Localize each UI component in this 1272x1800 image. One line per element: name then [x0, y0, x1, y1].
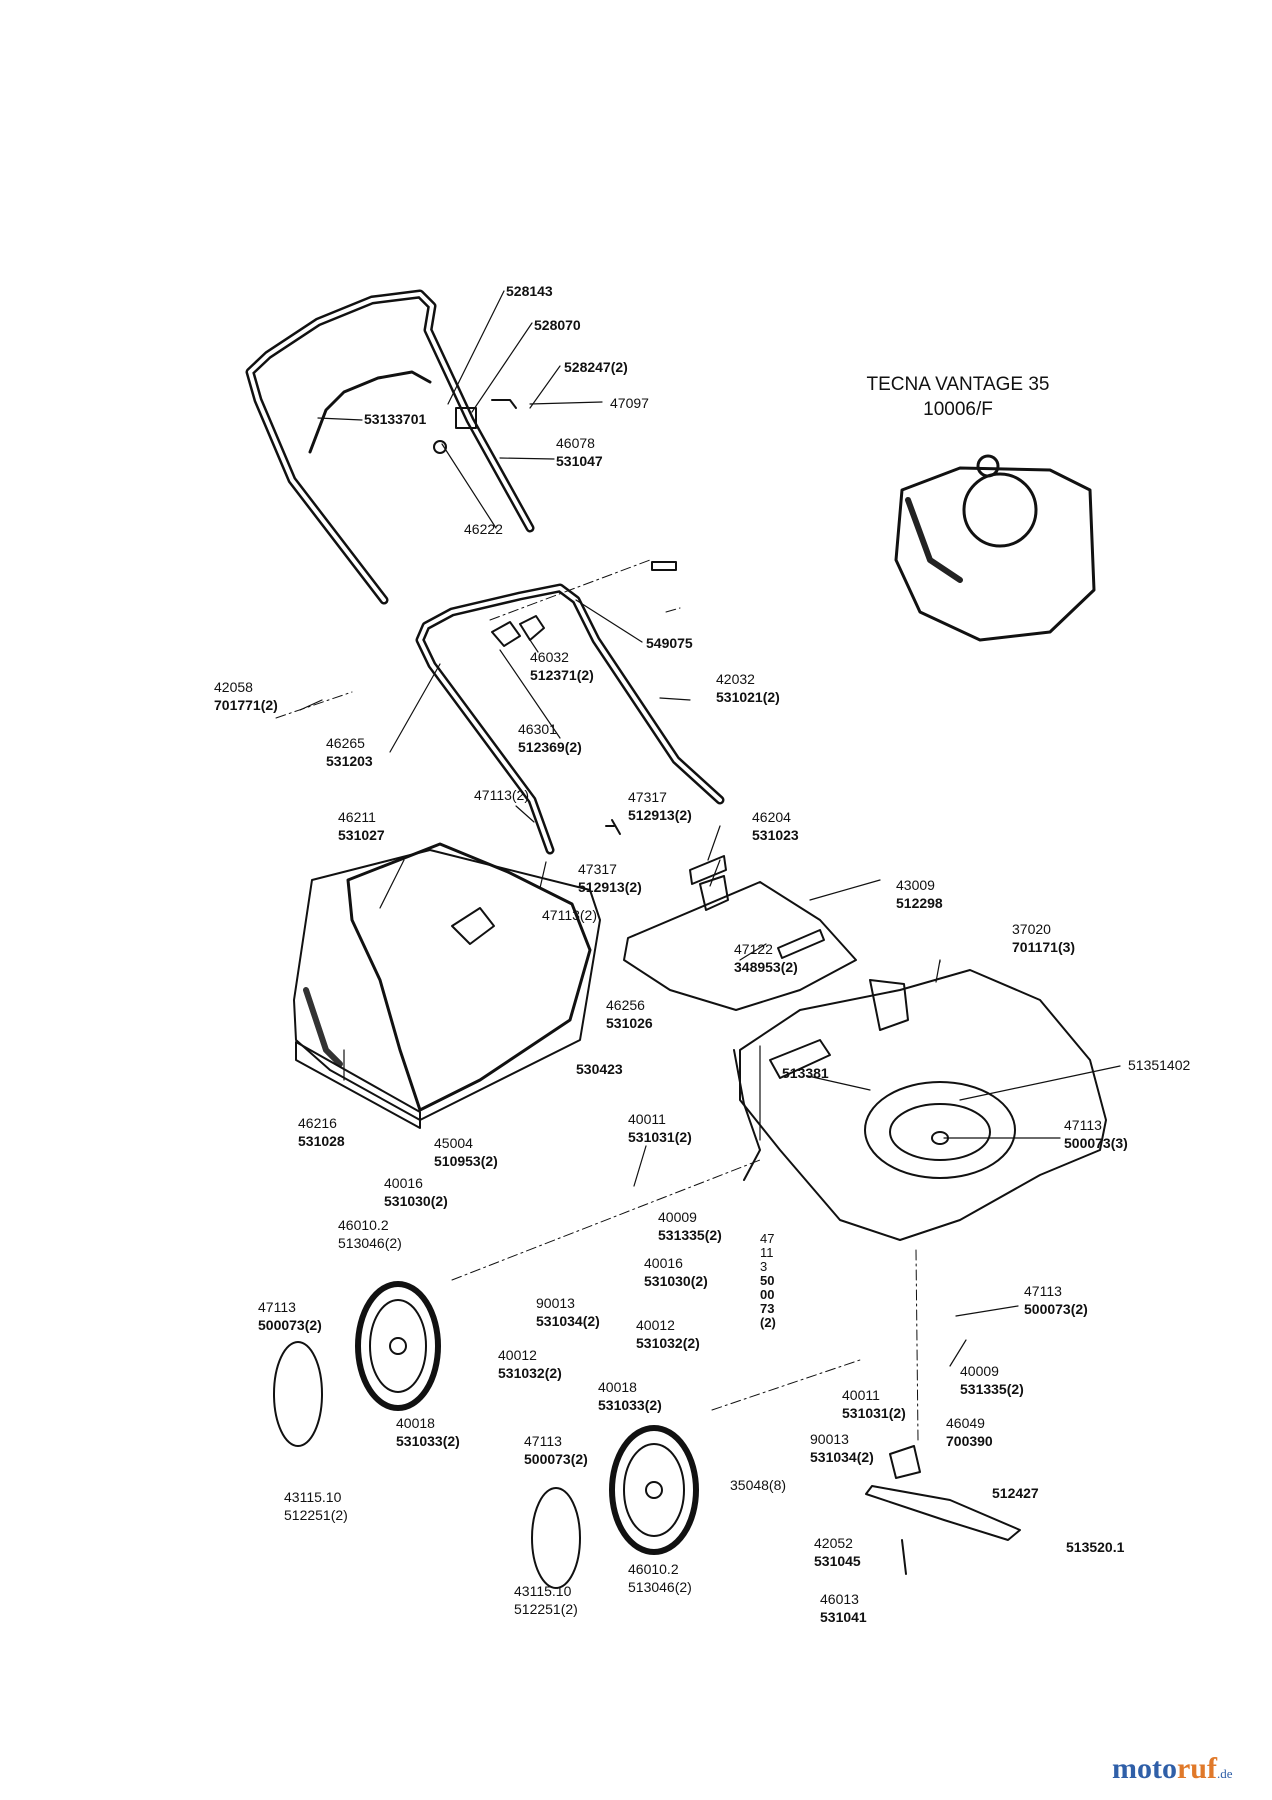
lower-handle: [415, 561, 725, 855]
engine-model-title: TECNA VANTAGE 35 10006/F: [858, 372, 1058, 422]
part-label: 46222: [464, 521, 503, 537]
axle-centerlines: [275, 559, 919, 1441]
cutting-blade: [865, 1445, 1021, 1575]
leader-lines: [299, 290, 1121, 1367]
watermark-logo: motoruf.de: [1112, 1752, 1233, 1785]
engine-model-name: TECNA VANTAGE 35: [866, 374, 1050, 395]
part-label: 528247(2): [564, 359, 628, 375]
mower-deck: [733, 969, 1107, 1241]
part-label: 513381: [782, 1065, 829, 1081]
part-label: 53133701: [364, 411, 427, 427]
upper-handle: [245, 289, 535, 605]
part-label: 47097: [610, 395, 649, 411]
rear-right-wheel: [531, 1425, 699, 1589]
engine-model-code: 10006/F: [923, 399, 993, 420]
part-label: 528143: [506, 283, 553, 299]
rear-flap: [623, 855, 857, 1011]
rear-left-wheel: [273, 1281, 441, 1447]
part-label: 513520.1: [1066, 1539, 1125, 1555]
engine-illustration: [894, 454, 1096, 642]
part-label: 528070: [534, 317, 581, 333]
part-label: 512427: [992, 1485, 1039, 1501]
grass-collector-bag: [293, 842, 601, 1129]
part-label: 35048(8): [730, 1477, 787, 1493]
part-label: 549075: [646, 635, 693, 651]
part-label: 47113(2): [542, 907, 598, 923]
part-label: 530423: [576, 1061, 623, 1077]
part-label: 51351402: [1128, 1057, 1191, 1073]
part-label: 47113(2): [474, 787, 530, 803]
